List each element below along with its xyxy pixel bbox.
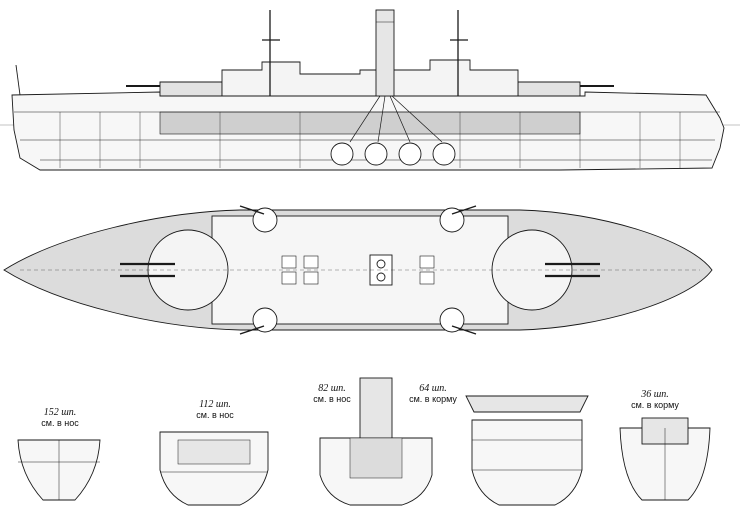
- internal-bulkheads: [59, 112, 681, 168]
- section-64-outline: [471, 419, 583, 506]
- section-label-64: 64 шп. см. в корму: [400, 383, 466, 405]
- section-label-112: 112 шп. см. в нос: [184, 399, 246, 421]
- boilers: [330, 142, 456, 166]
- aft-turret-side: [517, 81, 581, 97]
- section-note-64: см. в корму: [409, 394, 457, 404]
- cross-sections: [17, 377, 711, 506]
- uptakes: [349, 95, 443, 143]
- section-frame-112: 112 шп.: [199, 399, 231, 410]
- secondary-guns: [239, 205, 477, 335]
- masts: [262, 10, 468, 96]
- section-frame-152: 152 шп.: [43, 407, 77, 418]
- deck-hatches: [281, 255, 435, 285]
- section-frame-64: 64 шп.: [419, 383, 447, 394]
- secondary-turrets: [252, 207, 465, 333]
- section-note-152: см. в нос: [41, 418, 79, 428]
- section-note-82: см. в нос: [313, 394, 351, 404]
- section-note-112: см. в нос: [196, 410, 234, 420]
- superstructure: [221, 59, 519, 97]
- forward-main-guns: [120, 262, 175, 278]
- forward-turret-side: [159, 81, 223, 97]
- section-frame-36: 36 шп.: [641, 389, 669, 400]
- deck-plan: [3, 205, 713, 335]
- section-frame-82: 82 шп.: [318, 383, 346, 394]
- bow-jackstaff: [15, 64, 21, 96]
- section-label-152: 152 шп. см. в нос: [34, 407, 86, 429]
- funnel: [375, 9, 395, 97]
- armor-belt: [159, 111, 581, 135]
- side-profile: [0, 9, 740, 171]
- section-label-36: 36 шп. см. в корму: [618, 389, 692, 411]
- aft-main-guns: [545, 262, 600, 278]
- section-note-36: см. в корму: [631, 400, 679, 410]
- section-82-funnel: [359, 377, 393, 439]
- section-label-82: 82 шп. см. в нос: [306, 383, 358, 405]
